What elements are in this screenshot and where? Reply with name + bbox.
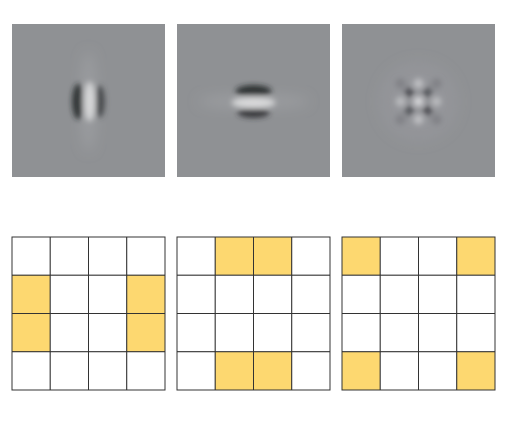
grid-cell-highlighted [456, 236, 496, 276]
grid-1 [11, 236, 166, 391]
grid-cell [291, 236, 331, 276]
checkerboard-filter [342, 24, 495, 177]
grid-cell [379, 236, 419, 276]
grid-cell-highlighted [253, 236, 293, 276]
grid-cell [88, 274, 128, 314]
grid-cell-highlighted [126, 313, 166, 353]
grid-cell [418, 313, 458, 353]
grid-cell [291, 274, 331, 314]
grid-cell [253, 313, 293, 353]
grid-cell [88, 313, 128, 353]
grid-cell-highlighted [11, 274, 51, 314]
filter-faint-bands [378, 61, 459, 142]
grid-cell [379, 351, 419, 391]
grid-cell [341, 313, 381, 353]
grid-cell [418, 351, 458, 391]
horizontal-bar-filter [177, 24, 330, 177]
grid-cell [49, 313, 89, 353]
grid-cell [214, 313, 254, 353]
grid-cell-highlighted [214, 236, 254, 276]
grid-cell [88, 351, 128, 391]
grid-cell [379, 313, 419, 353]
grid-cell-highlighted [126, 274, 166, 314]
grid-cell-highlighted [341, 351, 381, 391]
grid-cell-highlighted [456, 351, 496, 391]
grid-cell [291, 313, 331, 353]
grid-cell [176, 236, 216, 276]
grid-cell [88, 236, 128, 276]
grid-cell-highlighted [11, 313, 51, 353]
highlight-grids-row [11, 236, 496, 391]
grid-cell [49, 351, 89, 391]
grid-cell [456, 313, 496, 353]
grid-cell [341, 274, 381, 314]
grid-cell-highlighted [253, 351, 293, 391]
grid-cell [176, 351, 216, 391]
grid-cell [176, 313, 216, 353]
grid-cell [253, 274, 293, 314]
vertical-bar-filter [12, 24, 165, 177]
grid-cell [11, 236, 51, 276]
grid-cell [126, 351, 166, 391]
grid-cell [176, 274, 216, 314]
grid-3 [341, 236, 496, 391]
filter-faint-bands [198, 93, 309, 110]
grid-cell-highlighted [341, 236, 381, 276]
grid-cell [418, 236, 458, 276]
grid-cell-highlighted [214, 351, 254, 391]
grid-cell [379, 274, 419, 314]
grid-cell [291, 351, 331, 391]
grid-cell [214, 274, 254, 314]
filter-images-row [12, 24, 495, 177]
grid-cell [49, 274, 89, 314]
grid-cell [418, 274, 458, 314]
grid-cell [456, 274, 496, 314]
grid-cell [11, 351, 51, 391]
grid-cell [126, 236, 166, 276]
grid-2 [176, 236, 331, 391]
filter-faint-bands [79, 51, 98, 152]
grid-cell [49, 236, 89, 276]
